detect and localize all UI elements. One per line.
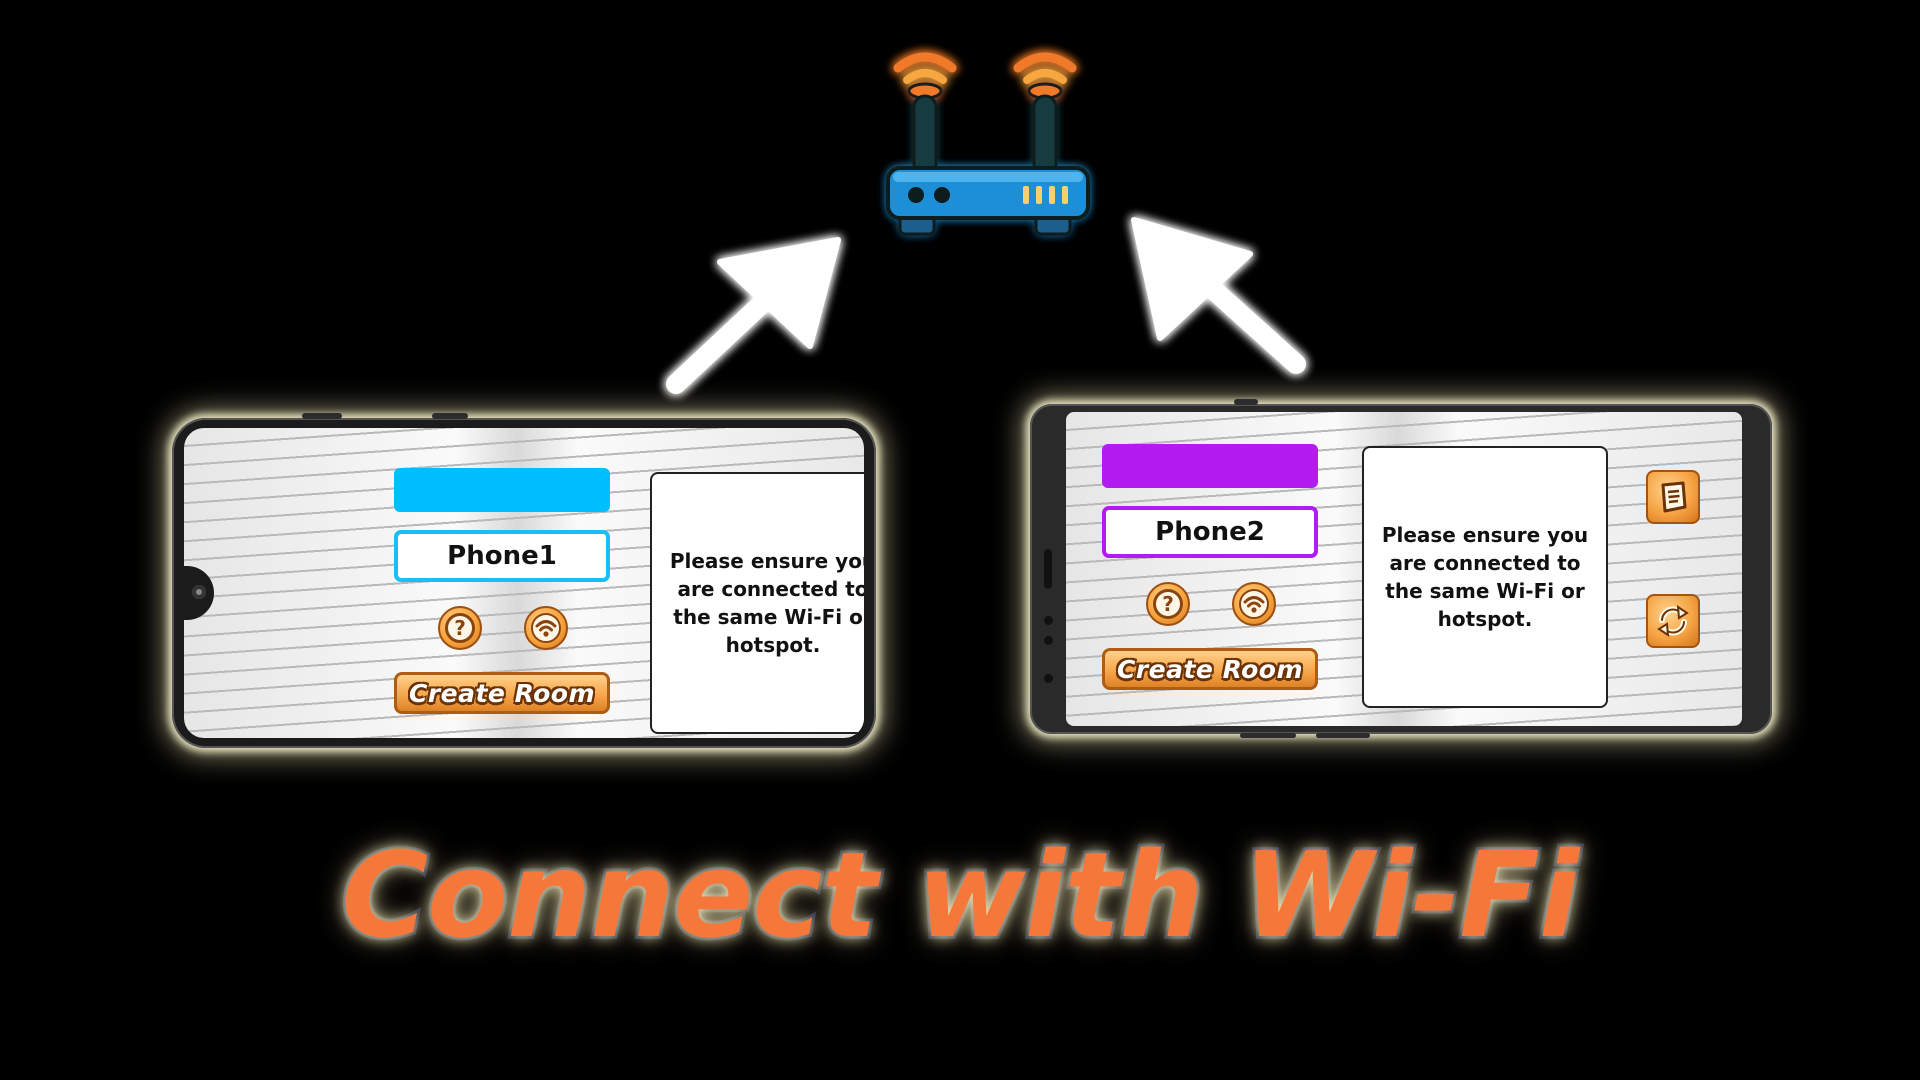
question-icon: ? <box>445 613 475 643</box>
refresh-button[interactable] <box>1646 594 1700 648</box>
wifi-button[interactable] <box>1232 582 1276 626</box>
phone-side-button <box>432 413 468 419</box>
rules-button[interactable] <box>1646 470 1700 524</box>
phone-1-screen: Phone1 ? Create Room Please ensure you a… <box>184 428 864 738</box>
wifi-icon <box>531 613 561 643</box>
arrow-up-icon <box>1131 217 1306 374</box>
create-room-button[interactable]: Create Room <box>1102 648 1318 690</box>
phone-side-button <box>1316 733 1370 738</box>
phone-side-button <box>1234 399 1258 405</box>
phone-2: Phone2 ? Create Room Please ensure you a… <box>1030 399 1772 738</box>
phone-2-screen: Phone2 ? Create Room Please ensure you a… <box>1066 412 1742 726</box>
wifi-icon <box>1239 589 1269 619</box>
wifi-message-text: Please ensure you are connected to the s… <box>1381 523 1589 631</box>
phone-sensor <box>1044 616 1053 625</box>
book-icon <box>1661 481 1687 513</box>
arrow-up-icon <box>666 237 841 394</box>
wifi-message-box: Please ensure you are connected to the s… <box>650 472 864 734</box>
phone-sensor <box>1044 674 1053 683</box>
phone-speaker <box>1044 549 1052 589</box>
phone-1: Phone1 ? Create Room Please ensure you a… <box>172 413 876 748</box>
wifi-message-text: Please ensure you are connected to the s… <box>669 549 864 657</box>
help-button[interactable]: ? <box>438 606 482 650</box>
wifi-button[interactable] <box>524 606 568 650</box>
wifi-message-box: Please ensure you are connected to the s… <box>1362 446 1608 708</box>
player-color-bar <box>394 468 610 512</box>
refresh-icon <box>1657 605 1689 637</box>
question-icon: ? <box>1153 589 1183 619</box>
wifi-router-icon <box>886 52 1090 236</box>
create-room-button[interactable]: Create Room <box>394 672 610 714</box>
camera-notch <box>184 566 214 620</box>
player-name-field[interactable]: Phone1 <box>394 530 610 582</box>
player-color-bar <box>1102 444 1318 488</box>
phone-side-button <box>1240 733 1296 738</box>
phone-sensor <box>1044 636 1053 645</box>
page-title: Connect with Wi-Fi <box>339 823 1583 967</box>
phone-side-button <box>302 413 342 419</box>
help-button[interactable]: ? <box>1146 582 1190 626</box>
player-name-field[interactable]: Phone2 <box>1102 506 1318 558</box>
